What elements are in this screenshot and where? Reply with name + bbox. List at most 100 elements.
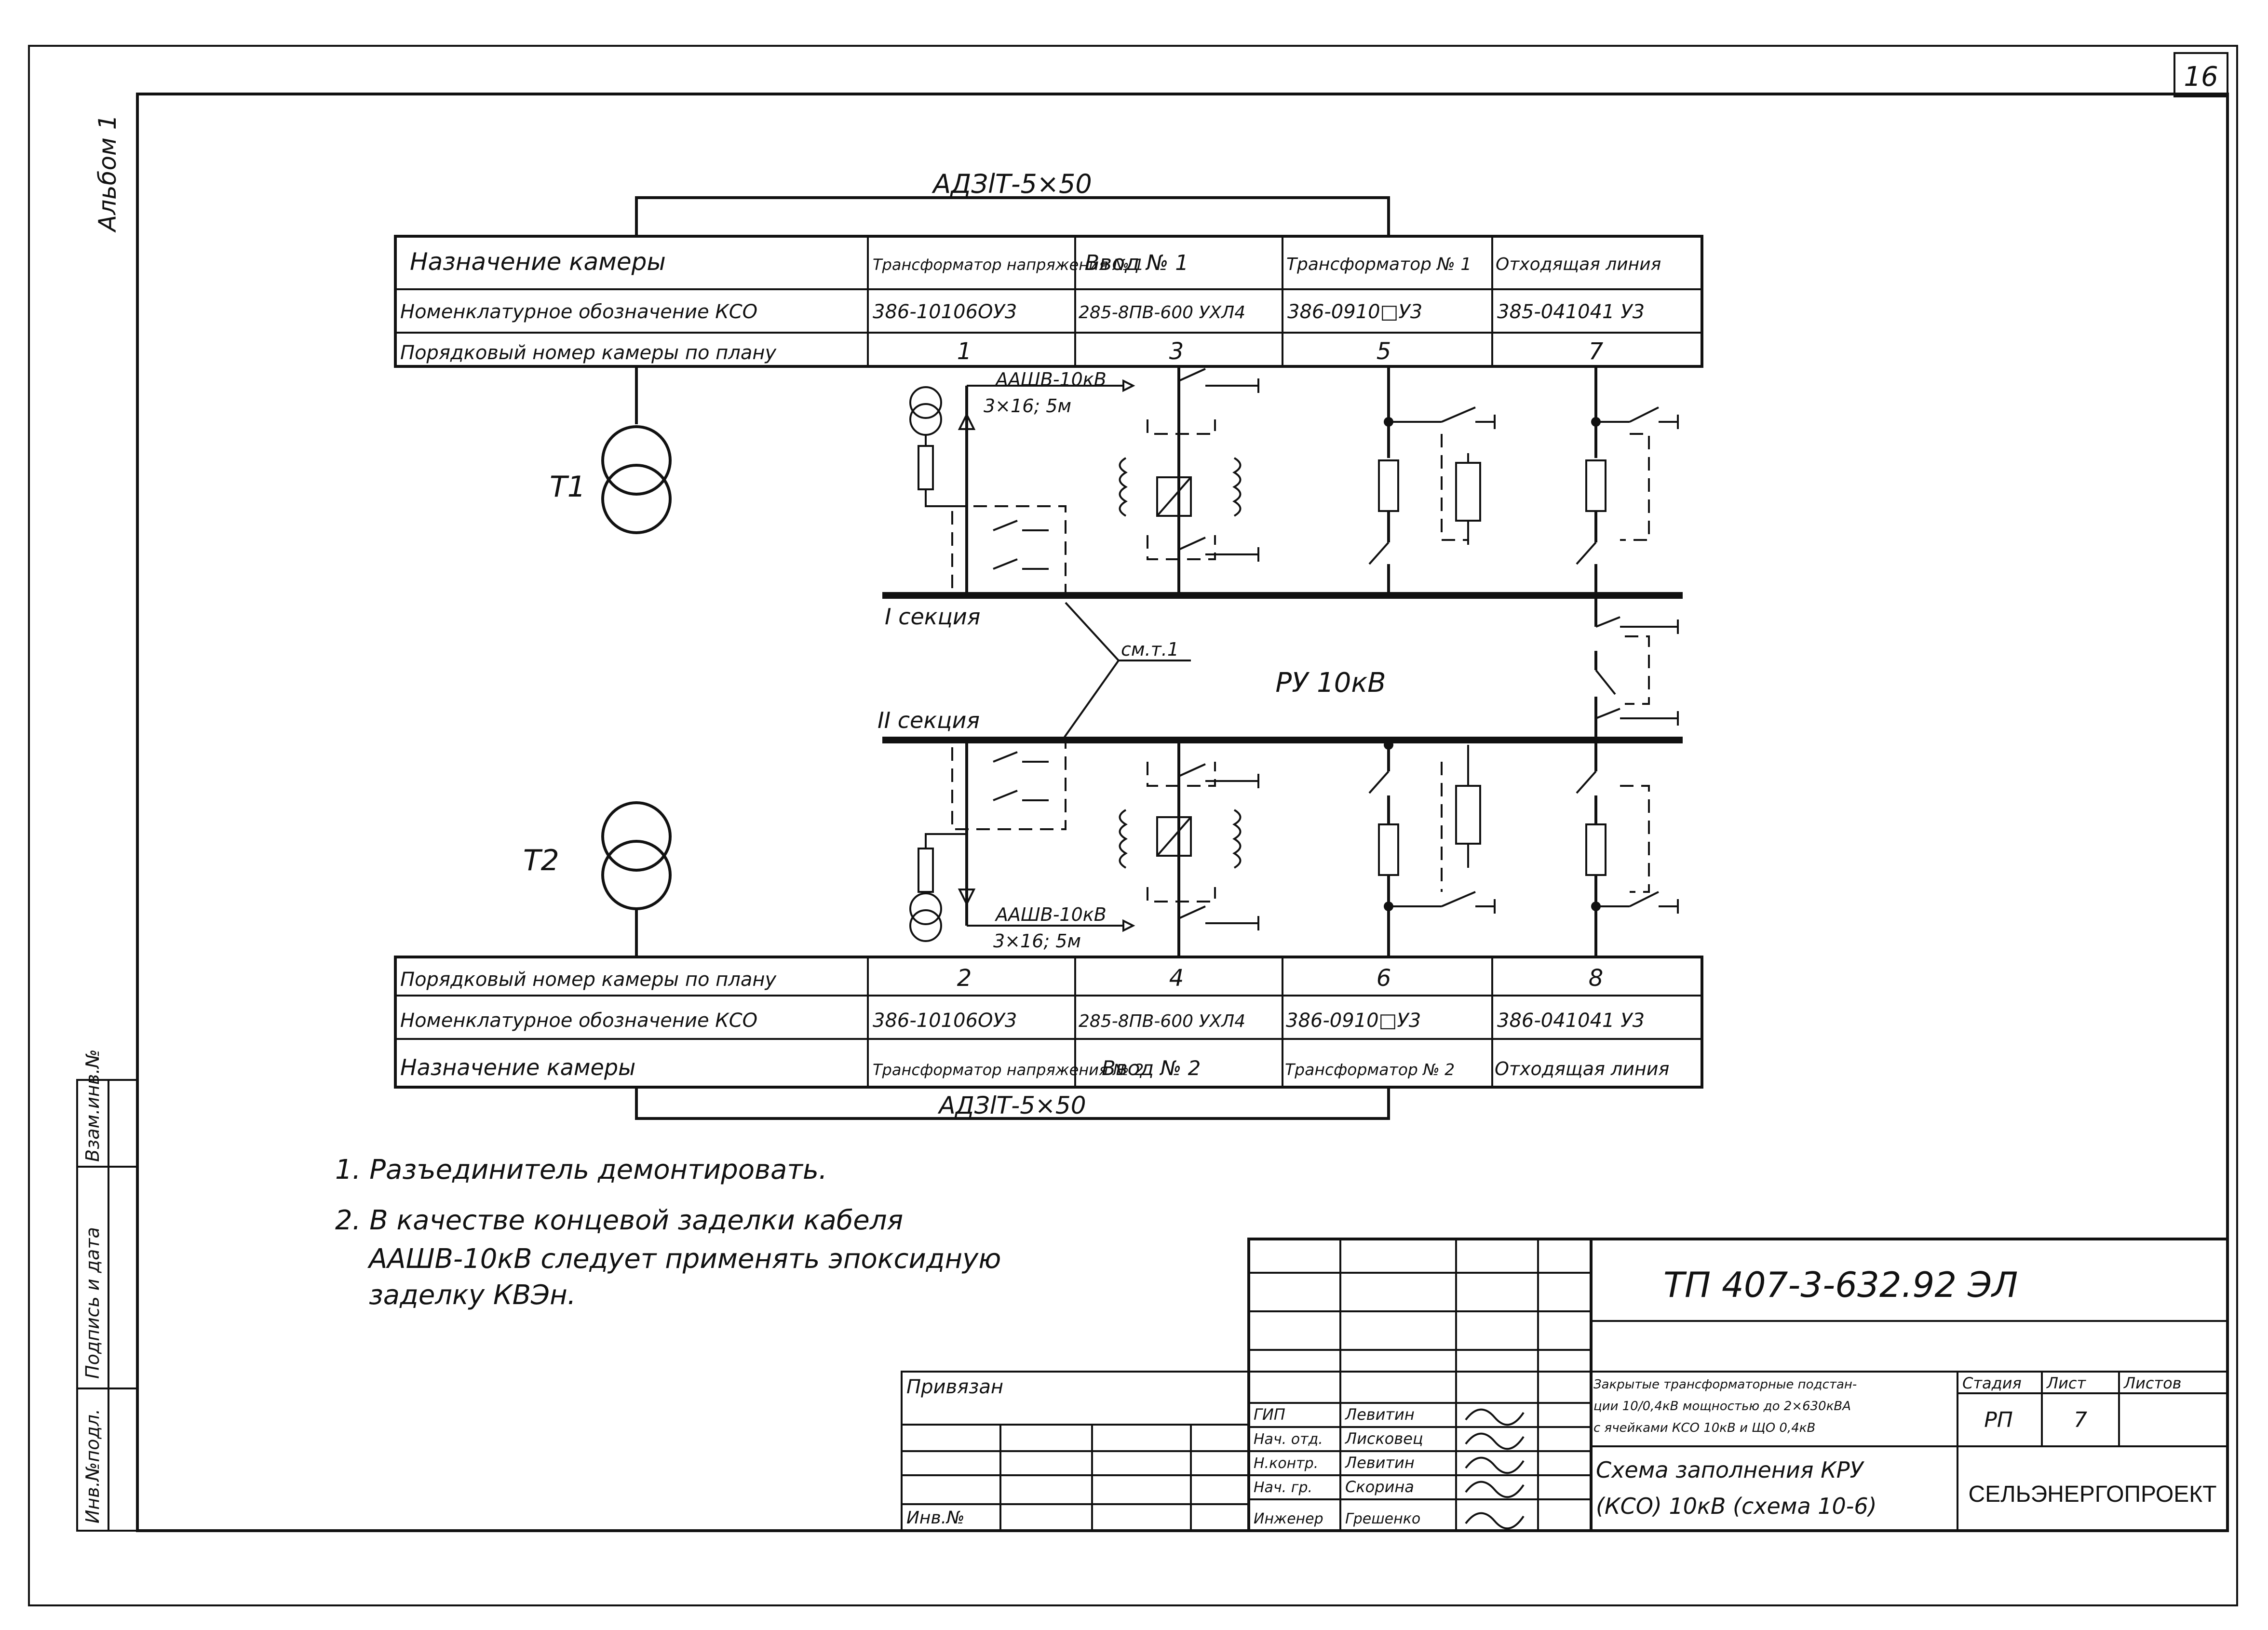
signature-inzhener <box>1465 1512 1525 1530</box>
top-cell-purpose-7: Отходящая линия <box>1496 255 1661 274</box>
name-n-kontr: Левитин <box>1345 1454 1415 1472</box>
bottom-cell-purpose-4: Ввод № 2 <box>1102 1056 1201 1080</box>
top-cell-purpose-5: Трансформатор № 1 <box>1286 255 1472 274</box>
role-inzhener: Инженер <box>1254 1510 1323 1527</box>
name-nach-otd: Лисковец <box>1345 1429 1423 1448</box>
transformer-t2: Т2 <box>523 801 672 957</box>
note-1: 1. Разъединитель демонтировать. <box>335 1154 827 1185</box>
corner-number-box <box>2174 52 2228 97</box>
top-cell-code-3: 285-8ПВ-600 УХЛ4 <box>1079 303 1245 323</box>
album-label: Альбом 1 <box>94 115 122 233</box>
cable-label-top-2: 3×16; 5м <box>984 395 1071 417</box>
cable-label-bottom-1: ААШВ-10кВ <box>994 904 1107 925</box>
project-desc-2: ции 10/0,4кВ мощностью до 2×630кВА <box>1593 1399 1851 1414</box>
top-cell-number-3: 3 <box>1169 338 1184 365</box>
top-row-label-purpose: Назначение камеры <box>410 248 666 276</box>
top-table: Назначение камеры Номенклатурное обознач… <box>394 235 1703 368</box>
privyazan-label: Привязан <box>906 1376 1003 1398</box>
left-stamp: Инв.№подл. Подпись и дата Взам.инв.№ <box>76 1049 138 1532</box>
sheet-corner-number: 16 <box>2184 61 2218 93</box>
bottom-cell-number-8: 8 <box>1589 965 1604 992</box>
top-cell-code-1: 386-10106ОУ3 <box>873 301 1017 323</box>
cable-label-top-1: ААШВ-10кВ <box>994 369 1107 390</box>
section-1-label: I секция <box>885 604 980 630</box>
top-cell-purpose-3: Ввод № 1 <box>1085 251 1188 275</box>
section-2-label: II секция <box>878 707 980 733</box>
top-cell-number-5: 5 <box>1377 338 1391 365</box>
cell-4-input-2 <box>1119 740 1259 957</box>
cell-1-voltage-transformer: ААШВ-10кВ 3×16; 5м <box>909 369 1135 595</box>
signature-gip <box>1465 1408 1525 1426</box>
bottom-cell-code-6: 386-0910□У3 <box>1286 1010 1421 1032</box>
outer-sheet-border <box>28 45 2238 1606</box>
stamp-vzam-inv: Взам.инв.№ <box>82 1049 103 1162</box>
organization: СЕЛЬЭНЕРГОПРОЕКТ <box>1968 1482 2216 1507</box>
bottom-row-label-number: Порядковый номер камеры по плану <box>400 969 777 991</box>
top-cell-number-7: 7 <box>1589 338 1604 365</box>
bottom-cell-number-2: 2 <box>957 965 972 992</box>
bottom-cell-purpose-8: Отходящая линия <box>1495 1058 1669 1079</box>
see-note-leader: см.т.1 <box>1060 602 1191 743</box>
bottom-table: Порядковый номер камеры по плану Номенкл… <box>394 956 1703 1089</box>
name-gip: Левитин <box>1345 1405 1415 1424</box>
sheets-header: Листов <box>2123 1374 2182 1392</box>
cell-5-transformer-1 <box>1368 366 1496 595</box>
bottom-cell-number-4: 4 <box>1169 965 1184 992</box>
sheet-header: Лист <box>2046 1374 2086 1392</box>
name-nach-gr: Скорина <box>1345 1478 1414 1496</box>
signature-nach-otd <box>1465 1432 1525 1450</box>
cell-6-transformer-2 <box>1368 740 1496 957</box>
top-cable-bracket: АДЗlТ-5×50 <box>635 169 1390 236</box>
bottom-cell-number-6: 6 <box>1377 965 1391 992</box>
cable-label-top: АДЗlТ-5×50 <box>932 169 1092 199</box>
notes: 1. Разъединитель демонтировать. 2. В кач… <box>335 1154 1001 1311</box>
sheet-title-2: (КСО) 10кВ (схема 10-6) <box>1596 1493 1877 1519</box>
transformer-t1: Т1 <box>550 366 672 534</box>
role-nach-otd: Нач. отд. <box>1254 1431 1323 1448</box>
top-row-label-number: Порядковый номер камеры по плану <box>400 342 777 364</box>
cell-7-outgoing-line <box>1576 366 1679 595</box>
project-desc-3: с ячейками КСО 10кВ и ЩО 0,4кВ <box>1593 1421 1815 1435</box>
note-2-line-3: заделку КВЭн. <box>369 1280 576 1311</box>
stage-value: РП <box>1984 1408 2013 1432</box>
bottom-cell-code-8: 386-041041 У3 <box>1497 1010 1645 1032</box>
cell-2-voltage-transformer: ААШВ-10кВ 3×16; 5м <box>909 740 1135 952</box>
bottom-cell-purpose-6: Трансформатор № 2 <box>1285 1060 1455 1079</box>
title-block: Привязан Инв.№ ТП 407-3-632.92 ЭЛ ГИП На… <box>901 1238 2229 1532</box>
ru-label: РУ 10кВ <box>1275 667 1386 699</box>
role-gip: ГИП <box>1254 1405 1285 1424</box>
see-note-label: см.т.1 <box>1121 639 1179 660</box>
note-2-line-2: ААШВ-10кВ следует применять эпоксидную <box>367 1243 1001 1275</box>
inv-no-label: Инв.№ <box>906 1508 965 1528</box>
top-cell-number-1: 1 <box>957 338 972 365</box>
note-2-line-1: 2. В качестве концевой заделки кабеля <box>335 1205 903 1236</box>
doc-code: ТП 407-3-632.92 ЭЛ <box>1663 1265 2018 1305</box>
t2-label: Т2 <box>523 844 559 877</box>
role-nach-gr: Нач. гр. <box>1254 1479 1312 1496</box>
sheet-title-1: Схема заполнения КРУ <box>1596 1457 1864 1483</box>
top-row-label-code: Номенклатурное обозначение КСО <box>400 301 757 323</box>
stage-header: Стадия <box>1962 1374 2022 1392</box>
cell-8-outgoing-line <box>1576 740 1679 957</box>
cable-label-bottom: АДЗlТ-5×50 <box>937 1091 1086 1119</box>
top-cell-code-7: 385-041041 У3 <box>1497 301 1645 323</box>
bottom-cell-code-4: 285-8ПВ-600 УХЛ4 <box>1079 1011 1245 1031</box>
top-cell-purpose-1: Трансформатор напряжения № 1 <box>873 256 1144 274</box>
bottom-row-label-purpose: Назначение камеры <box>400 1054 635 1080</box>
project-desc-1: Закрытые трансформаторные подстан- <box>1593 1377 1857 1392</box>
bottom-cell-code-2: 386-10106ОУ3 <box>873 1010 1017 1032</box>
role-n-kontr: Н.контр. <box>1254 1455 1318 1472</box>
name-inzhener: Грешенко <box>1345 1510 1420 1527</box>
sheet-value: 7 <box>2074 1408 2087 1432</box>
t1-label: Т1 <box>550 470 586 504</box>
stamp-signature-date: Подпись и дата <box>82 1227 103 1379</box>
cable-label-bottom-2: 3×16; 5м <box>993 930 1081 952</box>
bottom-cable-bracket: АДЗlТ-5×50 <box>635 1087 1390 1120</box>
bottom-cell-purpose-2: Трансформатор напряжения № 2 <box>873 1061 1144 1079</box>
signature-n-kontr <box>1465 1456 1525 1474</box>
signature-nach-gr <box>1465 1481 1525 1498</box>
cell-3-input-1 <box>1119 366 1259 595</box>
section-switch <box>1594 595 1679 740</box>
stamp-inv-podl: Инв.№подл. <box>82 1409 103 1523</box>
